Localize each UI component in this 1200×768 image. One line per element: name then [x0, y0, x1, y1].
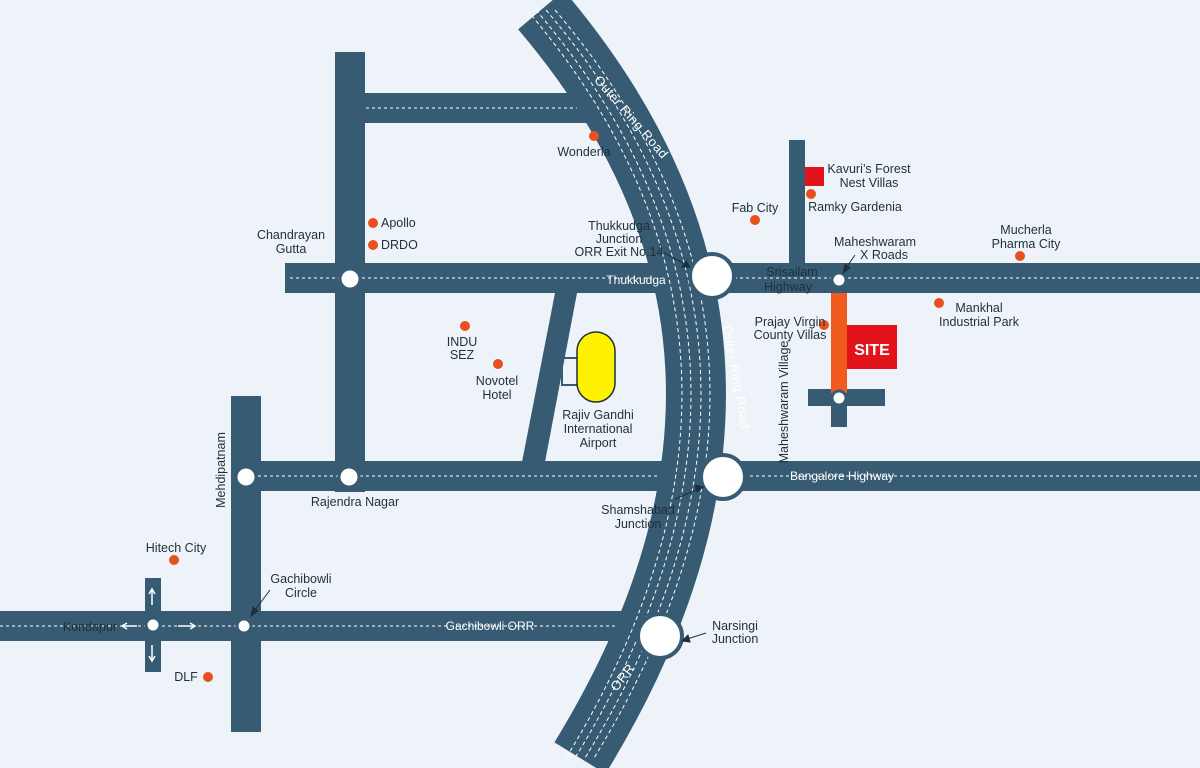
pointer-maheshwaram-head-icon [842, 263, 851, 275]
label-apollo: Apollo [381, 216, 416, 230]
pointer-narsingi-head-icon [680, 634, 691, 643]
junction-shamshabad [699, 453, 747, 501]
label-hitech-city: Hitech City [146, 541, 207, 555]
poi-wonderla-dot [589, 131, 599, 141]
arrow-left-head-icon [120, 622, 128, 630]
kondapur-arrows [120, 587, 197, 663]
label-dlf: DLF [174, 670, 198, 684]
junction-circles [144, 252, 848, 660]
label-wonderla: Wonderla [557, 145, 610, 159]
place-labels: Wonderla Apollo DRDO Fab City Ramky Gard… [146, 145, 1061, 684]
airport-runway-icon [576, 331, 616, 403]
pointer-gachibowli-head-icon [250, 606, 259, 618]
poi-novotel-dot [493, 359, 503, 369]
arrow-down-head-icon [148, 655, 156, 663]
poi-fab-city-dot [750, 215, 760, 225]
site-marker: SITE [847, 325, 897, 369]
poi-indu-sez-dot [460, 321, 470, 331]
pointer-shamshabad-head-icon [694, 484, 705, 493]
label-maheshwaram-village: Maheshwaram Village [777, 341, 791, 464]
poi-dlf-dot [203, 672, 213, 682]
road-maheshwaram-north [789, 140, 805, 265]
arrow-right-head-icon [189, 622, 197, 630]
site-box [847, 325, 897, 369]
pointer-thukkudga-head-icon [681, 260, 691, 268]
label-mehdipatnam: Mehdipatnam [214, 432, 228, 508]
junction-maheshwaram-x-roads [830, 271, 848, 289]
poi-drdo-dot [368, 240, 378, 250]
label-ramky-gardenia: Ramky Gardenia [808, 200, 902, 214]
pointer-arrows [250, 252, 856, 643]
label-thukkudga: Thukkudga [606, 273, 666, 287]
poi-hitech-city-dot [169, 555, 179, 565]
junction-narsingi [636, 612, 684, 660]
airport-marker [561, 331, 616, 403]
junction-thukkudga [688, 252, 736, 300]
site-connector [831, 293, 847, 393]
junction-gachibowli-circle [235, 617, 253, 635]
junction-kondapur [144, 616, 162, 634]
arrow-up-head-icon [148, 587, 156, 595]
label-gachibowli-orr: Gachibowli ORR [446, 619, 535, 633]
poi-dots [169, 131, 1025, 682]
junction-rajendra-nagar [337, 465, 361, 489]
label-rajendra-nagar: Rajendra Nagar [311, 495, 399, 509]
poi-apollo-dot [368, 218, 378, 228]
poi-mucherla-dot [1015, 251, 1025, 261]
poi-mankhal-dot [934, 298, 944, 308]
label-bangalore-highway: Bangalore Highway [790, 469, 894, 483]
poi-ramky-dot [806, 189, 816, 199]
junction-chandrayan-gutta [338, 267, 362, 291]
site-label: SITE [854, 342, 890, 359]
road-airport-approach [522, 293, 577, 462]
label-drdo: DRDO [381, 238, 418, 252]
junction-mehdipatnam [234, 465, 258, 489]
road-mehdipatnam [231, 396, 261, 732]
poi-prajay-dot [819, 320, 829, 330]
airport-terminal-icon [561, 357, 577, 386]
label-fab-city: Fab City [732, 201, 779, 215]
kavuri-flag-icon [805, 167, 824, 186]
junction-maheshwaram-village [830, 389, 848, 407]
label-kondapur: Kondapur [63, 620, 117, 634]
